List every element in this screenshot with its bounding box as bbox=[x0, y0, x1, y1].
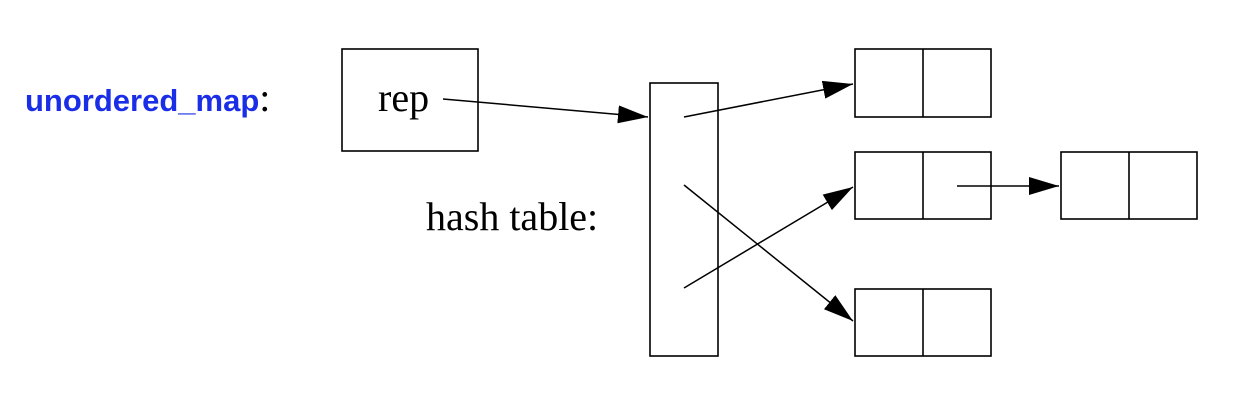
type-label: unordered_map: bbox=[25, 75, 270, 120]
rep-label: rep bbox=[378, 75, 429, 120]
node-middle bbox=[854, 151, 992, 220]
arrow-bucket-to-node-bottom bbox=[683, 184, 854, 322]
arrow-rep-to-hash-table bbox=[442, 98, 649, 124]
hash-table-label: hash table: bbox=[426, 194, 598, 239]
type-name: unordered_map bbox=[25, 83, 259, 118]
node-top bbox=[854, 48, 992, 118]
type-colon: : bbox=[259, 75, 270, 120]
arrow-bucket-to-node-top bbox=[683, 80, 854, 118]
node-bottom bbox=[854, 288, 992, 357]
arrow-bucket-to-node-middle bbox=[683, 186, 854, 289]
hash-table-array bbox=[649, 82, 719, 357]
node-chained bbox=[1060, 151, 1198, 220]
